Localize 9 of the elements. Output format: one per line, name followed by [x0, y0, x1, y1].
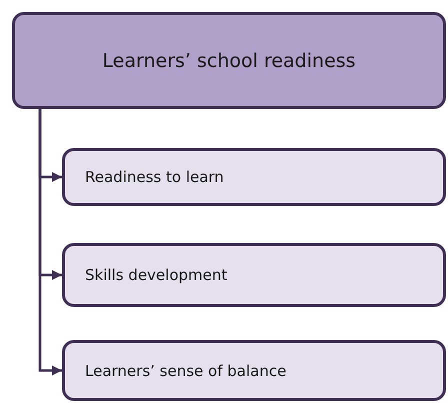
heading-box: [12, 12, 446, 109]
heading-text: Learners’ school readiness: [102, 50, 356, 72]
item-text: Readiness to learn: [85, 168, 224, 186]
item-box: [62, 340, 446, 401]
item-text: Learners’ sense of balance: [85, 362, 286, 380]
item-text: Skills development: [85, 266, 228, 284]
connector-arrow: [38, 109, 62, 376]
item-box: [62, 243, 446, 307]
item-box: [62, 148, 446, 206]
